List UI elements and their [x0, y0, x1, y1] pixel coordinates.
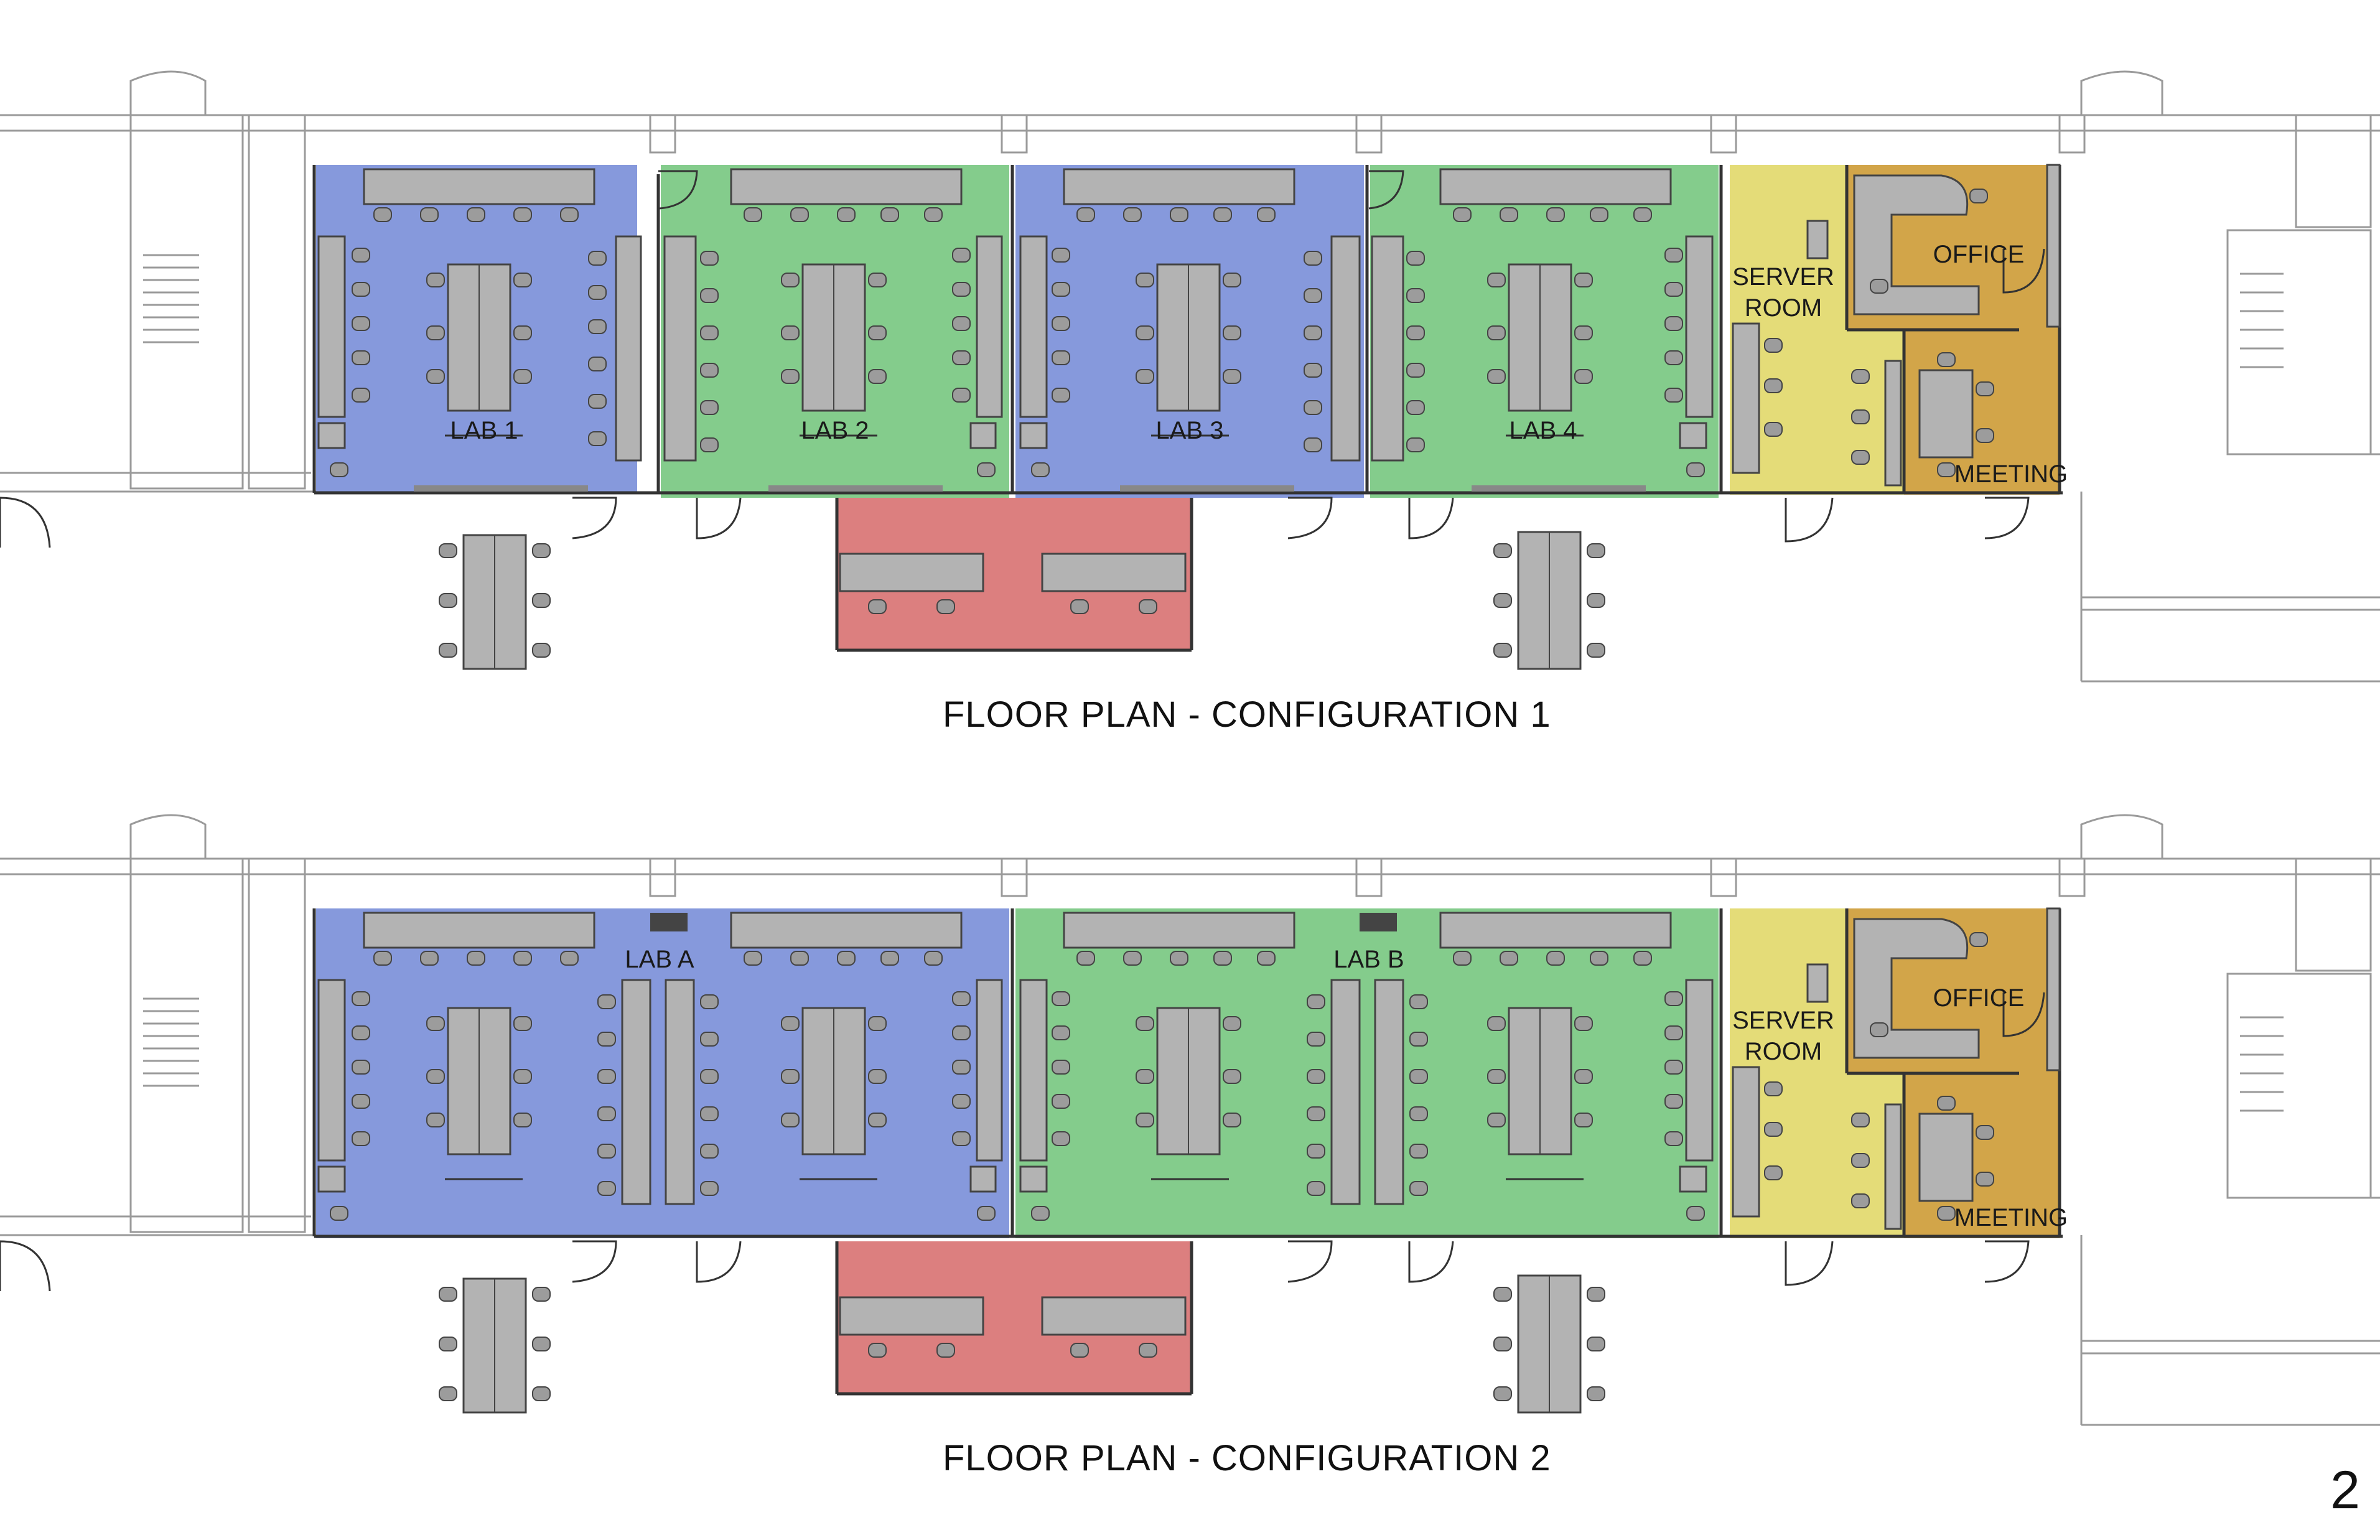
room-label-server: SERVER: [1732, 263, 1834, 291]
doors: [0, 992, 2045, 1292]
room-label-lab-2: LAB 2: [801, 417, 869, 444]
plan-caption-2: FLOOR PLAN - CONFIGURATION 2: [943, 1438, 1551, 1478]
room-label-server: SERVER: [1732, 1007, 1834, 1034]
server-office-meeting-furniture: [1732, 907, 2061, 1230]
lab-1-furniture: [317, 168, 642, 492]
room-label-lab-3: LAB 3: [1156, 417, 1224, 444]
walls: [312, 908, 2063, 1396]
divider-vent-b: [1360, 913, 1397, 931]
server-office-meeting-furniture: [1732, 164, 2061, 487]
lab-4-furniture: [1371, 168, 1714, 492]
divider-vent-a: [650, 913, 688, 931]
room-label-meeting: MEETING: [1954, 460, 2068, 488]
building-outline: [0, 814, 2380, 1426]
room-label-office: OFFICE: [1933, 241, 2025, 268]
commons-furniture: [839, 1296, 1187, 1358]
floor-plan-configuration-2: LAB A LAB B SERVER ROOM OFFICE MEETING: [0, 814, 2380, 1426]
doors: [0, 170, 2045, 548]
room-label-lab-4: LAB 4: [1510, 417, 1577, 444]
room-label-lab-b: LAB B: [1333, 946, 1404, 973]
lab-a-furniture: [317, 912, 1003, 1221]
room-label-lab-a: LAB A: [625, 946, 694, 973]
page-number: 2: [2330, 1460, 2360, 1520]
room-label-meeting: MEETING: [1954, 1204, 2068, 1231]
outdoor-desk-clusters: [439, 531, 1605, 670]
lab-b-furniture: [1019, 912, 1714, 1221]
lab-2-furniture: [663, 168, 1003, 492]
room-label-room: ROOM: [1745, 294, 1822, 322]
commons-furniture: [839, 553, 1187, 614]
floor-plan-configuration-1: LAB 1 LAB 2 LAB 3 LAB 4 SERVER ROOM OFFI…: [0, 70, 2380, 683]
outdoor-desk-clusters: [439, 1274, 1605, 1414]
plan-caption-1: FLOOR PLAN - CONFIGURATION 1: [943, 694, 1551, 735]
room-label-lab-1: LAB 1: [450, 417, 518, 444]
building-outline: [0, 70, 2380, 683]
lab-3-furniture: [1019, 168, 1361, 492]
room-label-office: OFFICE: [1933, 984, 2025, 1012]
room-label-room: ROOM: [1745, 1038, 1822, 1065]
